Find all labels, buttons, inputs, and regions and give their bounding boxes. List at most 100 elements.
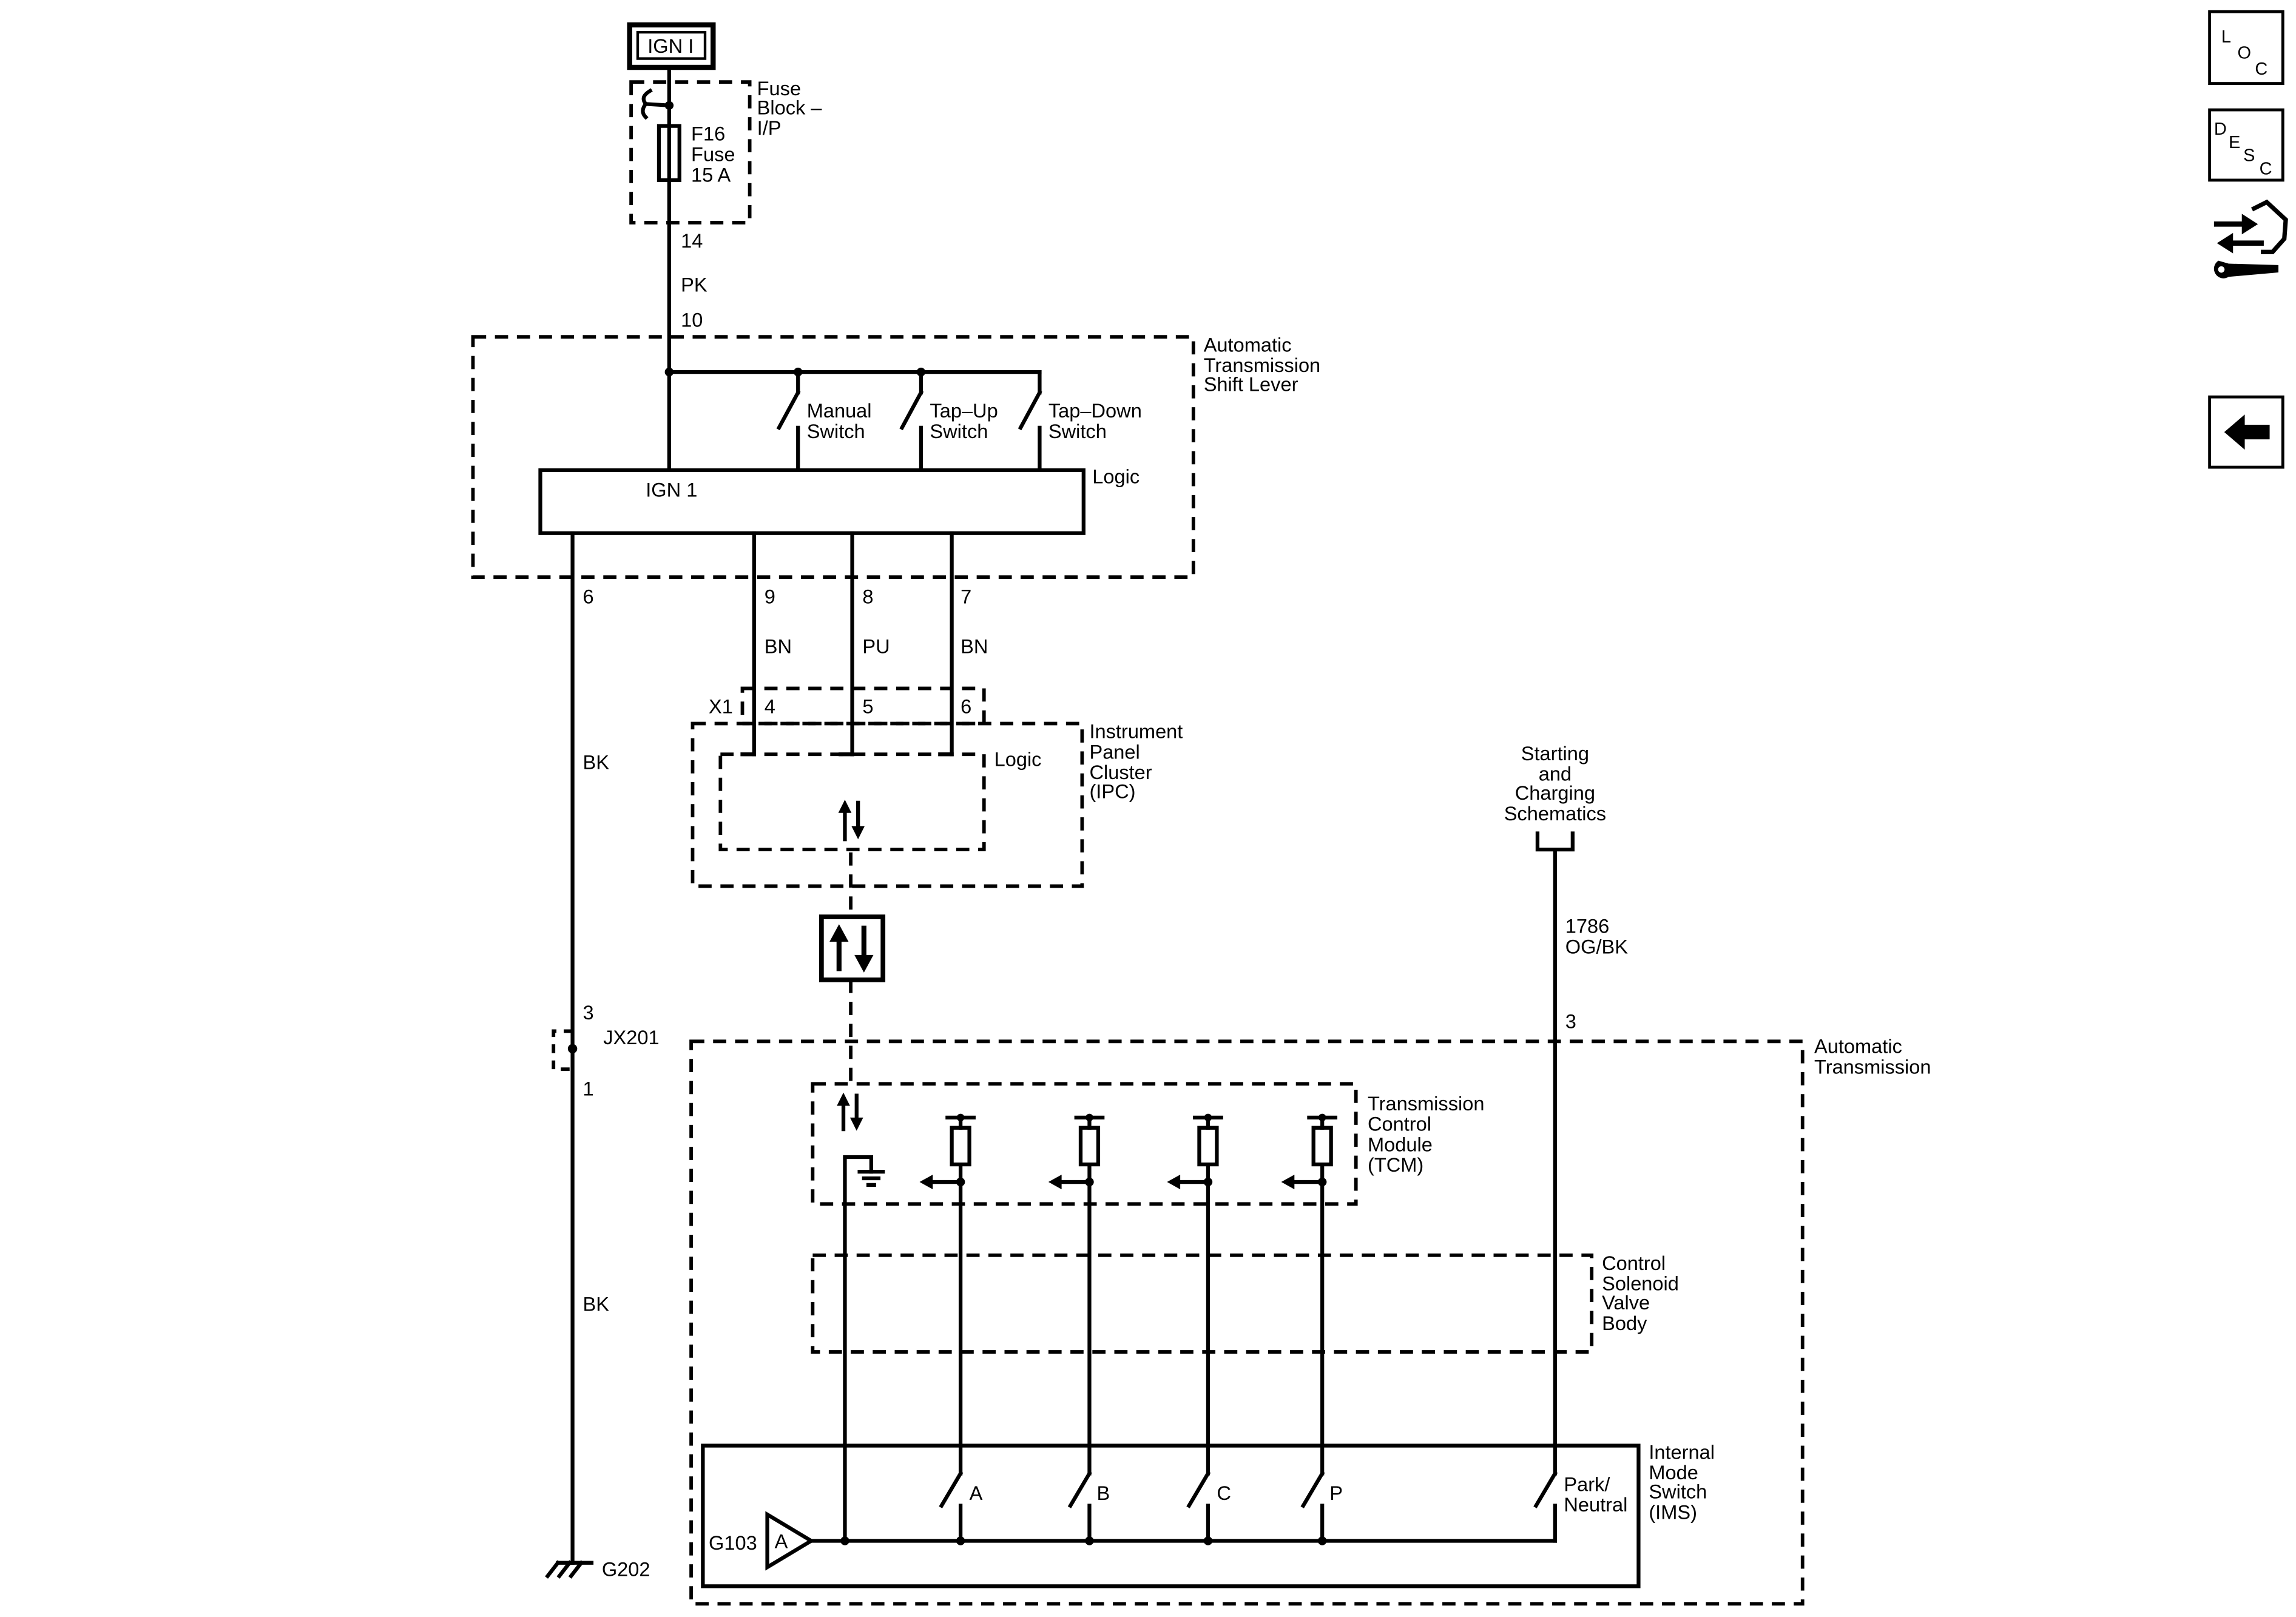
ipc-label-2: Panel (1089, 741, 1140, 763)
starting-charging-label-2: and (1539, 763, 1572, 785)
loc-icon: L O C (2221, 27, 2267, 79)
back-arrow-icon (2224, 414, 2270, 450)
fuse-output-pin: 14 (681, 230, 703, 252)
fuse-block-label-1: Fuse (757, 78, 801, 100)
desc-button-frame[interactable] (2208, 108, 2284, 182)
solenoid-body-label-1: Control (1602, 1252, 1666, 1274)
shift-lever-pin-8: 8 (862, 586, 873, 608)
fuse-splice-dot (664, 101, 674, 110)
wire-color-bn: BN (961, 636, 988, 658)
tap-up-switch-label-1: Tap–Up (930, 400, 998, 422)
automatic-transmission-label-2: Transmission (1814, 1056, 1931, 1078)
loc-button[interactable]: L O C (2208, 10, 2284, 86)
tcm-label-2: Control (1368, 1113, 1431, 1135)
pull-up-resistor (1311, 1126, 1333, 1167)
connector-repair-icon (2213, 199, 2288, 279)
desc-button[interactable]: D E S C (2208, 108, 2284, 182)
arrow-down-head (851, 826, 865, 840)
g103-label: G103 (709, 1532, 757, 1554)
fuse-block: Fuse Block – I/P F16 Fuse 15 A (629, 78, 823, 224)
ims-outline (701, 1443, 1641, 1588)
tap-down-switch-label-1: Tap–Down (1048, 400, 1142, 422)
instrument-panel-cluster: X1 4 5 6 Logic Instrument Panel Cluster … (690, 686, 1183, 888)
loc-letter-l: L (2221, 27, 2231, 47)
desc-icon: D E S C (2214, 120, 2272, 178)
ims-switch-a: A (939, 1471, 983, 1543)
shift-lever-logic-label: Logic (1092, 466, 1140, 488)
arrow-up-head (837, 1092, 850, 1106)
serial-data-arrows-icon (838, 800, 865, 842)
desc-letter-s: S (2243, 146, 2255, 166)
pull-up-resistor (1078, 1126, 1101, 1167)
connector-repair-button[interactable] (2207, 199, 2292, 284)
fuse-block-label-2: Block – (757, 96, 823, 118)
ipc-outline (690, 721, 1084, 888)
splice-dot (956, 1536, 965, 1545)
ipc-label-3: Cluster (1089, 761, 1152, 783)
ipc-label-1: Instrument (1089, 721, 1183, 743)
solenoid-body-label-2: Solenoid (1602, 1273, 1679, 1295)
starting-charging-label-4: Schematics (1504, 803, 1606, 825)
repair-wrench-shape (2213, 260, 2279, 279)
shift-lever-outline (471, 335, 1195, 579)
automatic-transmission-outline (689, 1039, 1805, 1606)
input-circuit-a (919, 1113, 976, 1476)
manual-switch: Manual Switch (776, 370, 872, 473)
ipc-pin-4: 4 (765, 696, 775, 718)
fuse-f16-symbol (657, 124, 681, 183)
ground-hatch (556, 1560, 573, 1579)
loc-button-frame[interactable] (2208, 10, 2284, 86)
switch-blade (1067, 1471, 1092, 1508)
input-circuit-p (1281, 1113, 1338, 1476)
serial-arrow-up-head (829, 924, 849, 942)
repair-connector-shape (2250, 199, 2288, 254)
fuse-label-2: Fuse (691, 144, 735, 166)
starting-charging-reference: Starting and Charging Schematics 1786 OG… (1504, 743, 1628, 1476)
shift-lever-label-3: Shift Lever (1204, 374, 1298, 396)
ground-wire-color-upper: BK (582, 751, 609, 773)
off-page-connector (1535, 831, 1575, 852)
tcm-internal-ground-icon (843, 1155, 885, 1543)
ims-label-4: (IMS) (1649, 1501, 1697, 1523)
ipc-signal-wires: BN PU BN (740, 531, 988, 757)
power-source-inner-box (636, 30, 707, 60)
sense-arrow-head (1281, 1174, 1295, 1190)
loc-letter-c: C (2255, 59, 2267, 79)
ipc-label-4: (IPC) (1089, 781, 1135, 803)
fuse-label-3: 15 A (691, 164, 731, 186)
ground-wire-color-lower: BK (582, 1293, 609, 1315)
starting-charging-label-1: Starting (1521, 743, 1589, 765)
starting-charging-label-3: Charging (1515, 782, 1595, 804)
ipc-pin-6: 6 (961, 696, 971, 718)
tcm-outline (811, 1082, 1358, 1206)
arrow-up-head (838, 800, 852, 813)
shift-lever-input-pin: 10 (681, 309, 703, 331)
shift-lever-ign-label: IGN 1 (646, 479, 697, 501)
splice-dot (840, 1536, 849, 1545)
serial-data-box (819, 914, 886, 982)
shift-lever-module: Automatic Transmission Shift Lever Manua… (471, 334, 1320, 579)
ims-label-1: Internal (1649, 1441, 1715, 1463)
ipc-logic-label: Logic (994, 748, 1042, 770)
loc-letter-o: O (2237, 44, 2251, 63)
switch-blade (1300, 1471, 1325, 1508)
splice-pin-in: 3 (582, 1002, 593, 1024)
back-button[interactable] (2208, 395, 2284, 469)
ims-switch-b: B (1067, 1471, 1110, 1543)
ipc-logic-outline (718, 752, 986, 851)
solenoid-body-outline (811, 1253, 1594, 1354)
ground-hatch (545, 1560, 561, 1579)
input-circuit-c (1167, 1113, 1223, 1476)
switch-blade (1186, 1471, 1211, 1508)
circuit-number: 1786 (1565, 916, 1609, 937)
g103-pin-label: A (775, 1531, 788, 1553)
tap-down-switch-label-2: Switch (1048, 420, 1107, 442)
x1-connector-outline (740, 686, 986, 726)
repair-arrow-left-head (2217, 232, 2234, 254)
pull-up-resistor (950, 1126, 971, 1167)
repair-arrow-right-head (2241, 214, 2258, 235)
tap-down-switch: Tap–Down Switch (1018, 370, 1142, 473)
desc-letter-e: E (2229, 133, 2240, 152)
sense-arrow-head (1048, 1174, 1062, 1190)
shift-lever-logic-box (538, 468, 1086, 535)
